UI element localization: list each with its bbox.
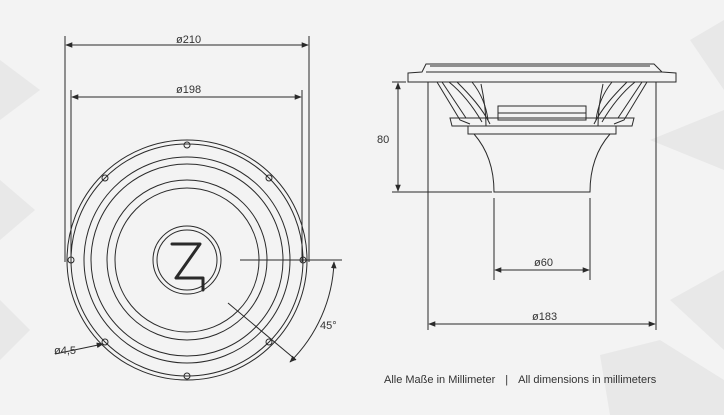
caption-german: Alle Maße in Millimeter — [384, 374, 496, 386]
background-pattern — [0, 20, 724, 415]
side-view — [392, 63, 677, 330]
front-view — [54, 36, 342, 381]
dim-depth-label: 80 — [377, 134, 389, 146]
caption-english: All dimensions in millimeters — [518, 374, 657, 386]
dim-outer-label: ø210 — [176, 34, 201, 46]
logo-z-icon — [170, 242, 205, 292]
caption: Alle Maße in Millimeter | All dimensions i… — [384, 374, 714, 386]
dim-hole-label: ø4,5 — [54, 345, 76, 357]
dim-cutout-label: ø183 — [532, 311, 557, 323]
mounting-plate — [449, 117, 635, 127]
magnet — [472, 133, 612, 193]
dim-magnet-label: ø60 — [534, 257, 553, 269]
dim-baffle-label: ø198 — [176, 84, 201, 96]
hole-leader — [54, 342, 104, 355]
angle-arc — [289, 261, 337, 363]
caption-separator: | — [505, 374, 509, 386]
angle-label: 45° — [320, 320, 337, 332]
basket — [436, 81, 648, 127]
dust-cap — [152, 225, 222, 295]
speaker-flange — [407, 63, 677, 83]
